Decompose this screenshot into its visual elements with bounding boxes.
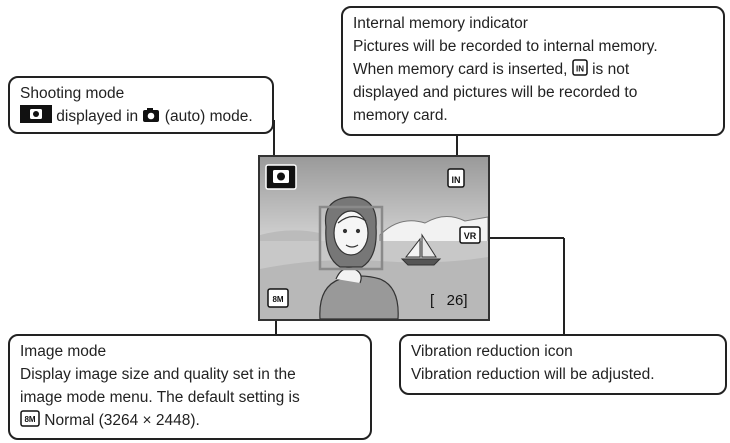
image-mode-callout: Image mode Display image size and qualit… bbox=[8, 334, 372, 440]
vibration-reduction-line1: Vibration reduction will be adjusted. bbox=[411, 366, 655, 383]
image-mode-icon: 8M bbox=[20, 410, 40, 427]
vibration-reduction-icon: VR bbox=[459, 226, 481, 244]
image-mode-icon: 8M bbox=[267, 288, 289, 308]
exposures-remaining: [ 26] bbox=[430, 292, 468, 309]
shooting-mode-callout: Shooting mode displayed in (auto) mode. bbox=[8, 76, 274, 134]
vibration-reduction-callout: Vibration reduction icon Vibration reduc… bbox=[399, 334, 727, 395]
camera-icon bbox=[143, 108, 160, 122]
internal-memory-line1: Pictures will be recorded to internal me… bbox=[353, 38, 658, 55]
svg-text:IN: IN bbox=[576, 65, 584, 74]
image-mode-icon-text: 8M bbox=[272, 295, 283, 304]
shooting-mode-title: Shooting mode bbox=[20, 85, 125, 102]
monitor-scene: IN VR 8M [ 26] bbox=[260, 157, 488, 319]
internal-memory-callout: Internal memory indicator Pictures will … bbox=[341, 6, 725, 136]
internal-memory-line4: memory card. bbox=[353, 107, 448, 124]
image-mode-line2: image mode menu. The default setting is bbox=[20, 389, 300, 406]
internal-memory-line3: displayed and pictures will be recorded … bbox=[353, 84, 638, 101]
svg-text:8M: 8M bbox=[24, 415, 35, 424]
shooting-mode-desc-mid: displayed in bbox=[52, 108, 143, 125]
vr-icon-text: VR bbox=[464, 231, 477, 241]
internal-memory-icon: IN bbox=[572, 59, 588, 76]
internal-memory-icon: IN bbox=[447, 168, 465, 188]
person-illustration bbox=[319, 196, 399, 319]
image-mode-line3: 8M Normal (3264 × 2448). bbox=[20, 409, 360, 432]
internal-memory-title: Internal memory indicator bbox=[353, 15, 528, 32]
memory-icon-text: IN bbox=[452, 175, 461, 185]
camera-auto-icon bbox=[20, 105, 52, 123]
camera-auto-icon bbox=[265, 164, 297, 190]
internal-memory-line2: When memory card is inserted, IN is not bbox=[353, 59, 630, 78]
camera-monitor-screen: IN VR 8M [ 26] bbox=[258, 155, 490, 321]
af-frame bbox=[318, 205, 384, 271]
shooting-mode-desc-end: (auto) mode. bbox=[160, 108, 253, 125]
vibration-reduction-title: Vibration reduction icon bbox=[411, 343, 573, 360]
image-mode-title: Image mode bbox=[20, 343, 107, 360]
sailboat bbox=[400, 233, 442, 266]
shooting-mode-description: displayed in (auto) mode. bbox=[20, 105, 262, 128]
image-mode-line1: Display image size and quality set in th… bbox=[20, 366, 296, 383]
